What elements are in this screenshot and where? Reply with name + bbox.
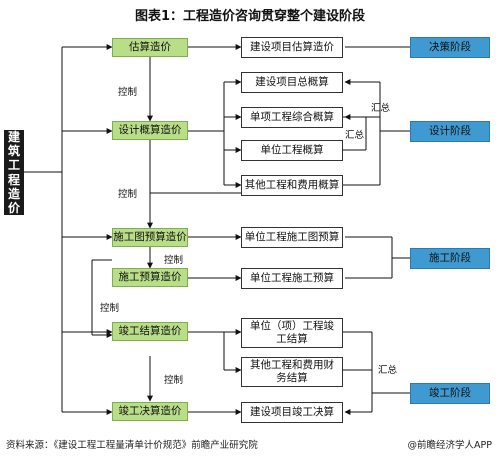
edge-label-control: 控制 xyxy=(118,87,138,98)
side-label-char: 程 xyxy=(7,172,20,187)
stage-estimate: 估算造价 xyxy=(112,38,188,57)
edge-label-aggregate: 汇总 xyxy=(371,103,391,114)
doc-unit-completion-settlement: 单位（项）工程竣工结算 xyxy=(241,318,343,348)
edge-label-control: 控制 xyxy=(100,303,120,314)
phase-decision: 决策阶段 xyxy=(410,37,490,58)
edge-label-aggregate: 汇总 xyxy=(345,130,365,141)
side-label-char: 建 xyxy=(7,130,20,145)
doc-unit-estimate: 单位工程概算 xyxy=(241,140,343,161)
side-label-construction-cost: 建 筑 工 程 造 价 xyxy=(4,130,24,215)
edge-label-control: 控制 xyxy=(164,255,184,266)
side-label-char: 价 xyxy=(7,200,20,215)
doc-other-cost-estimate: 其他工程和费用概算 xyxy=(241,175,343,196)
doc-total-estimate: 建设项目总概算 xyxy=(241,72,343,93)
side-label-char: 筑 xyxy=(7,144,20,159)
edge-label-control: 控制 xyxy=(164,375,184,386)
stage-construction-budget: 施工预算造价 xyxy=(112,268,188,287)
chart-title: 图表1：工程造价咨询贯穿整个建设阶段 xyxy=(134,9,366,24)
edge-label-aggregate: 汇总 xyxy=(378,365,398,376)
doc-project-final-accounts: 建设项目竣工决算 xyxy=(241,402,343,423)
doc-unit-drawing-budget: 单位工程施工图预算 xyxy=(241,227,343,248)
doc-unit-construction-budget: 单位工程施工预算 xyxy=(241,268,343,289)
stage-drawing-budget: 施工图预算造价 xyxy=(112,228,188,247)
doc-project-estimate: 建设项目估算造价 xyxy=(241,37,343,58)
doc-other-financial-settlement: 其他工程和费用财务结算 xyxy=(241,357,343,387)
stage-completion-settlement: 竣工结算造价 xyxy=(112,322,188,341)
phase-construction: 施工阶段 xyxy=(410,248,490,269)
edge-label-control: 控制 xyxy=(118,189,138,200)
stage-final-accounts: 竣工决算造价 xyxy=(112,402,188,421)
stage-design-estimate: 设计概算造价 xyxy=(112,121,188,140)
source-note: 资料来源：《建设工程工程量清单计价规范》前瞻产业研究院 xyxy=(6,440,258,451)
phase-design: 设计阶段 xyxy=(410,121,490,142)
side-label-char: 工 xyxy=(7,158,20,173)
side-label-char: 造 xyxy=(7,186,20,201)
phase-completion: 竣工阶段 xyxy=(410,383,490,404)
brand-credit: @前瞻经济学人APP xyxy=(407,440,492,451)
doc-single-project-estimate: 单项工程综合概算 xyxy=(241,107,343,128)
